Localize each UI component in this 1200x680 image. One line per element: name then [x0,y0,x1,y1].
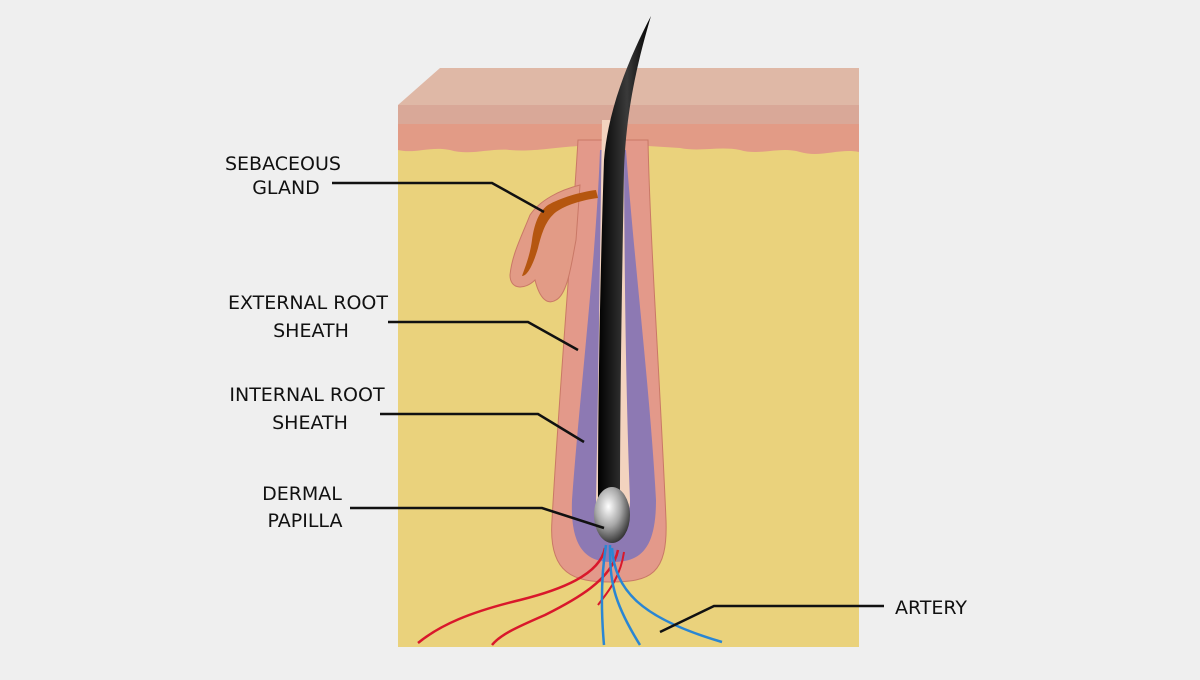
artery-vessel [610,547,723,644]
leader-artery [659,604,884,634]
label-line: SHEATH [273,320,349,342]
label-line: ARTERY [895,597,967,619]
label-line: INTERNAL ROOT [229,384,385,406]
label-line: PAPILLA [268,510,343,532]
sebaceous-gland [522,190,598,276]
label-sebaceous-gland: SEBACEOUS GLAND [225,153,347,199]
leader-external-root-sheath [388,320,579,352]
vein [491,549,620,646]
skin-layer [398,124,859,154]
leader-sebaceous-gland [332,181,545,214]
label-dermal-papilla: DERMAL PAPILLA [262,483,348,532]
leader-dermal-papilla [350,506,605,530]
label-artery: ARTERY [895,597,967,619]
label-line: SHEATH [272,412,348,434]
label-line: DERMAL [262,483,342,505]
sebaceous-pocket [509,184,581,303]
label-internal-root-sheath: INTERNAL ROOT SHEATH [229,384,390,434]
label-external-root-sheath: EXTERNAL ROOT SHEATH [228,292,394,342]
label-line: GLAND [252,177,320,199]
leader-internal-root-sheath [380,412,585,444]
dermal-papilla [594,487,630,543]
hair-shaft [598,16,651,500]
artery-vessel [600,544,608,646]
label-line: EXTERNAL ROOT [228,292,388,314]
label-line: SEBACEOUS [225,153,341,175]
vein [417,547,607,644]
artery-vessel [608,544,642,646]
